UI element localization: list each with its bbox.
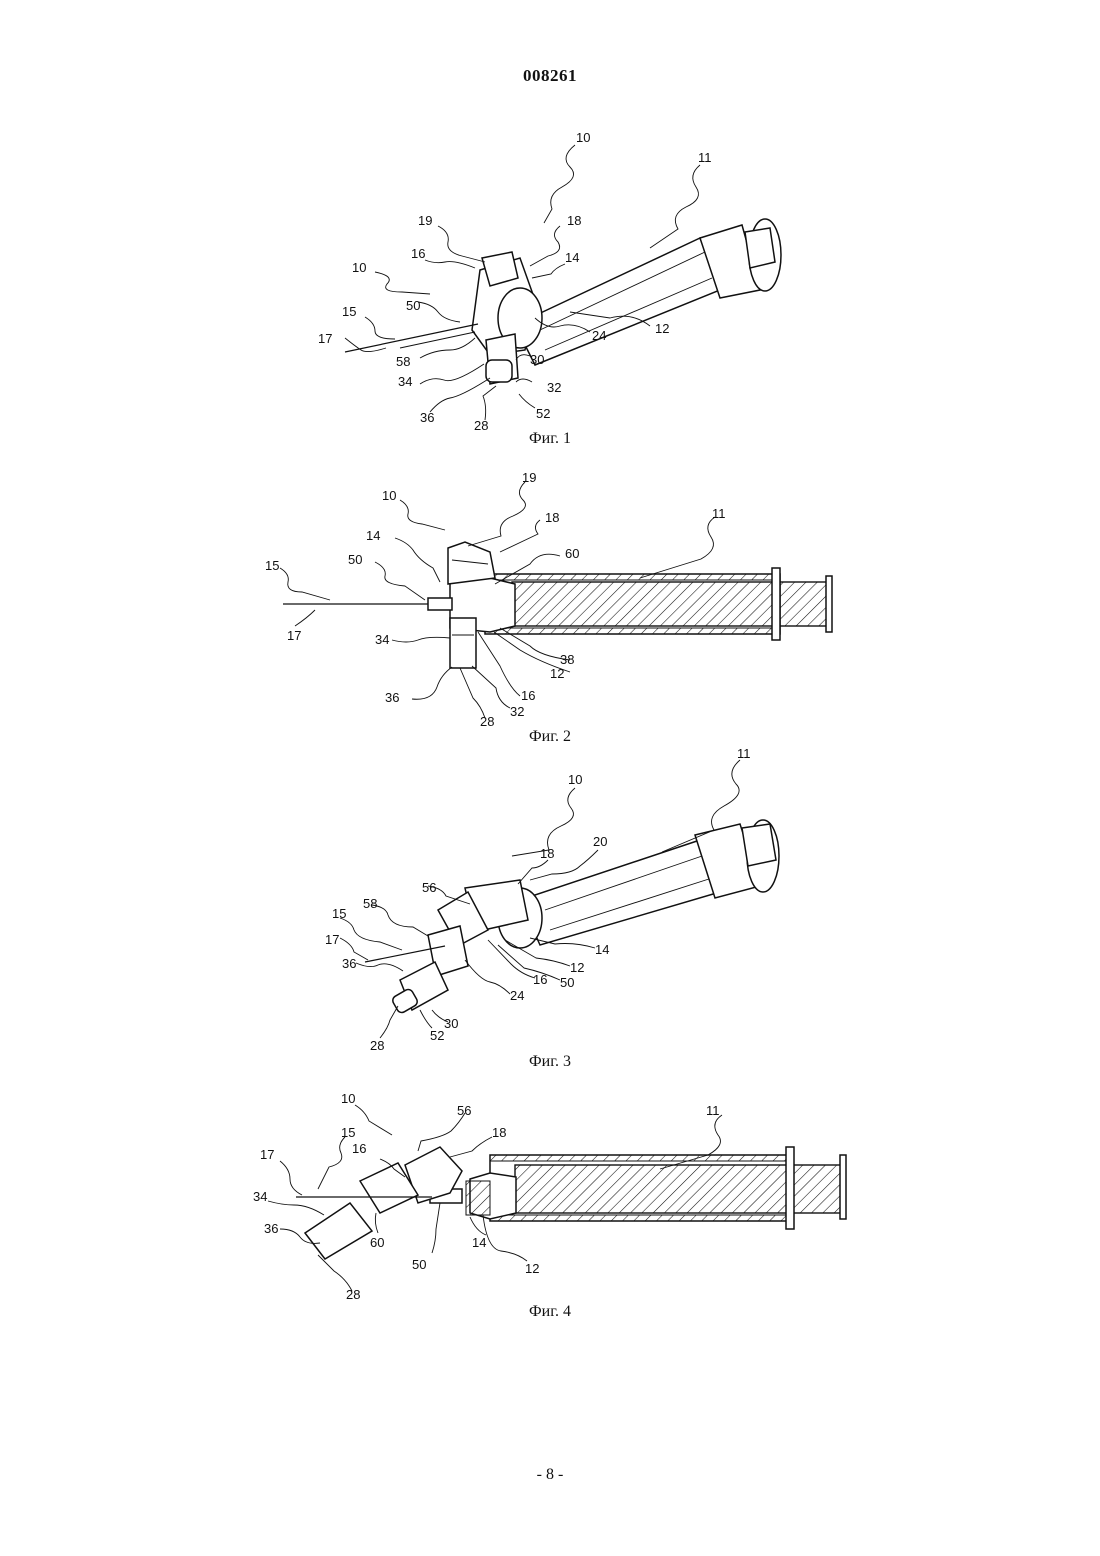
fig3-label: 14 xyxy=(595,942,609,957)
page-number: - 8 - xyxy=(0,1466,1100,1484)
fig4-label: 50 xyxy=(412,1257,426,1272)
fig1-label: 16 xyxy=(411,246,425,261)
fig1-label: 15 xyxy=(342,304,356,319)
fig4-label: 36 xyxy=(264,1221,278,1236)
fig2-label: 16 xyxy=(521,688,535,703)
fig3-label: 50 xyxy=(560,975,574,990)
fig4-label: 28 xyxy=(346,1287,360,1302)
fig4-label: 10 xyxy=(341,1091,355,1106)
fig4-label: 17 xyxy=(260,1147,274,1162)
fig2-label: 38 xyxy=(560,652,574,667)
fig1-label: 17 xyxy=(318,331,332,346)
fig3-label: 24 xyxy=(510,988,524,1003)
fig4-label: 56 xyxy=(457,1103,471,1118)
figure-4-caption: Фиг. 4 xyxy=(0,1303,1100,1321)
figure-1-caption: Фиг. 1 xyxy=(0,430,1100,448)
fig3-label: 30 xyxy=(444,1016,458,1031)
figure-3-caption: Фиг. 3 xyxy=(0,1053,1100,1071)
fig1-label: 14 xyxy=(565,250,579,265)
fig3-label: 52 xyxy=(430,1028,444,1043)
fig3-label: 11 xyxy=(737,746,751,761)
figure-4: 10 56 11 15 16 18 17 34 36 60 50 14 12 2… xyxy=(0,1085,1100,1335)
fig1-label: 10 xyxy=(352,260,366,275)
fig2-label: 12 xyxy=(550,666,564,681)
fig2-label: 36 xyxy=(385,690,399,705)
fig1-label: 58 xyxy=(396,354,410,369)
fig2-label: 11 xyxy=(712,506,726,521)
fig2-label: 28 xyxy=(480,714,494,729)
fig4-label: 18 xyxy=(492,1125,506,1140)
fig4-label: 16 xyxy=(352,1141,366,1156)
figure-3-drawing: 10 11 20 18 56 58 15 17 36 14 12 16 50 2… xyxy=(0,740,1100,1080)
fig3-label: 28 xyxy=(370,1038,384,1053)
fig3-label: 58 xyxy=(363,896,377,911)
fig1-label: 18 xyxy=(567,213,581,228)
fig4-label: 14 xyxy=(472,1235,486,1250)
fig2-label: 19 xyxy=(522,470,536,485)
fig2-label: 15 xyxy=(265,558,279,573)
fig2-label: 18 xyxy=(545,510,559,525)
figure-2-drawing: 19 10 18 11 14 60 50 15 17 34 38 12 16 3… xyxy=(0,460,1100,760)
figure-3: 10 11 20 18 56 58 15 17 36 14 12 16 50 2… xyxy=(0,740,1100,1080)
fig4-label: 12 xyxy=(525,1261,539,1276)
figure-1: 10 11 19 18 16 14 10 50 15 17 58 24 12 3… xyxy=(0,0,1100,460)
fig3-label: 18 xyxy=(540,846,554,861)
fig4-label: 60 xyxy=(370,1235,384,1250)
fig1-label: 11 xyxy=(698,150,712,165)
figure-2: 19 10 18 11 14 60 50 15 17 34 38 12 16 3… xyxy=(0,460,1100,760)
fig4-label: 15 xyxy=(341,1125,355,1140)
figure-4-drawing: 10 56 11 15 16 18 17 34 36 60 50 14 12 2… xyxy=(0,1085,1100,1335)
fig1-label: 10 xyxy=(576,130,590,145)
fig1-label: 24 xyxy=(592,328,606,343)
fig2-label: 14 xyxy=(366,528,380,543)
fig3-label: 16 xyxy=(533,972,547,987)
fig4-label: 11 xyxy=(706,1103,720,1118)
fig2-label: 10 xyxy=(382,488,396,503)
figure-1-drawing: 10 11 19 18 16 14 10 50 15 17 58 24 12 3… xyxy=(0,0,1100,460)
fig3-label: 56 xyxy=(422,880,436,895)
fig1-label: 52 xyxy=(536,406,550,421)
fig1-label: 30 xyxy=(530,352,544,367)
fig2-label: 32 xyxy=(510,704,524,719)
fig1-label: 32 xyxy=(547,380,561,395)
fig3-label: 15 xyxy=(332,906,346,921)
fig1-label: 50 xyxy=(406,298,420,313)
fig1-label: 19 xyxy=(418,213,432,228)
fig1-label: 36 xyxy=(420,410,434,425)
fig3-label: 17 xyxy=(325,932,339,947)
fig4-label: 34 xyxy=(253,1189,267,1204)
fig2-label: 17 xyxy=(287,628,301,643)
fig2-label: 60 xyxy=(565,546,579,561)
fig1-label: 34 xyxy=(398,374,412,389)
fig2-label: 34 xyxy=(375,632,389,647)
fig3-label: 20 xyxy=(593,834,607,849)
fig2-label: 50 xyxy=(348,552,362,567)
fig3-label: 12 xyxy=(570,960,584,975)
fig1-label: 12 xyxy=(655,321,669,336)
fig3-label: 36 xyxy=(342,956,356,971)
fig3-label: 10 xyxy=(568,772,582,787)
